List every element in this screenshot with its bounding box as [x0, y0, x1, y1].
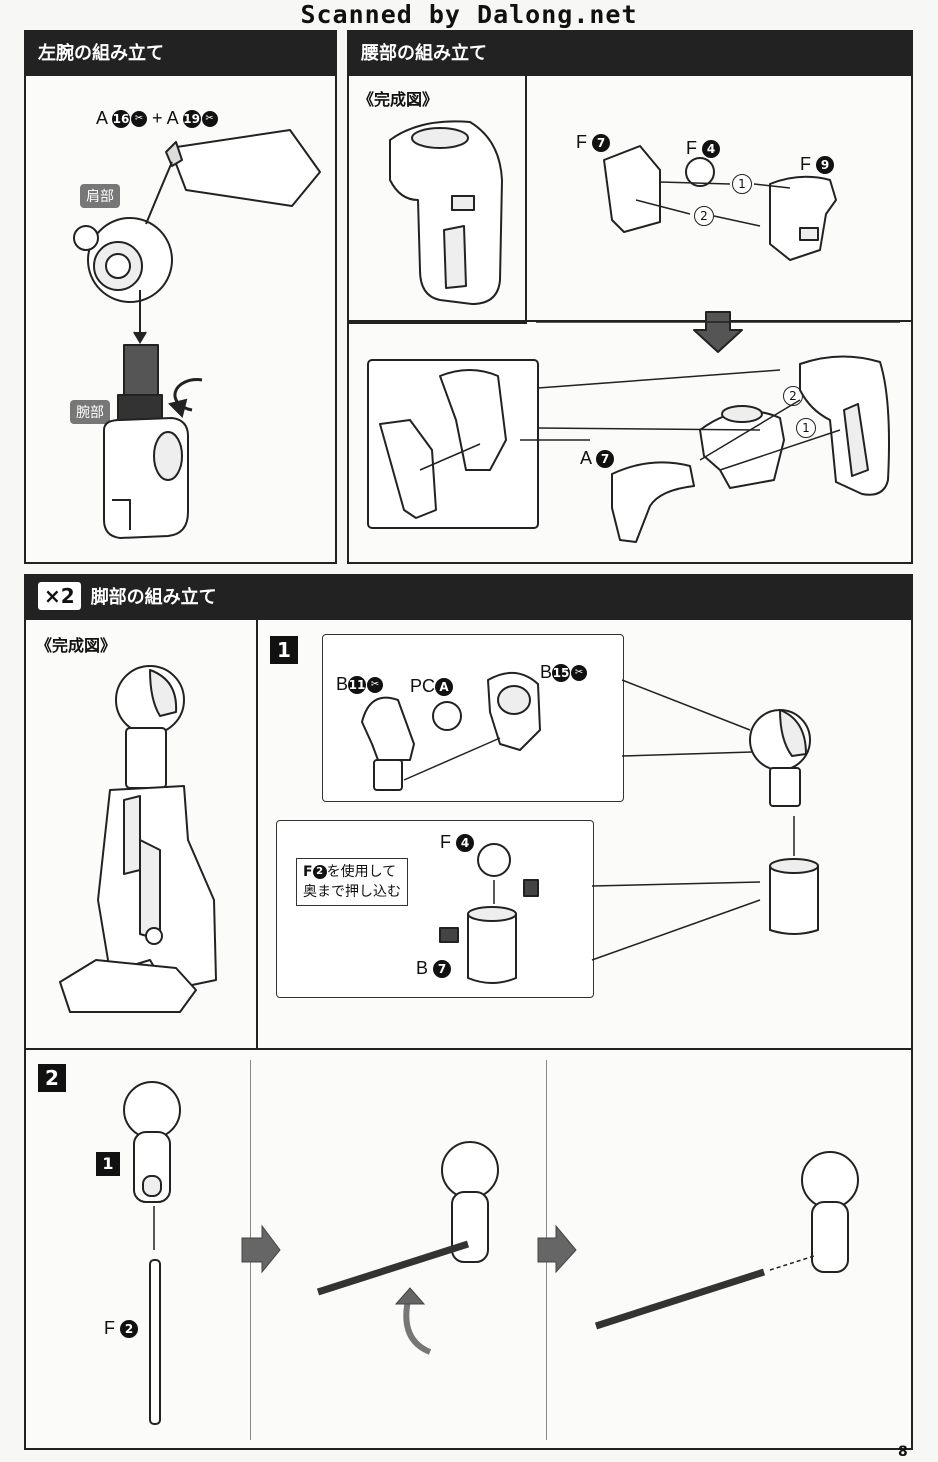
left-arm-parts-label: A 16✂ + A 19✂ [96, 108, 218, 129]
shoulder-tag: 肩部 [80, 184, 120, 208]
step2-rod-3 [594, 1268, 766, 1330]
callout-part-number: 2 [312, 865, 327, 879]
right-arrow-icon [241, 1224, 281, 1274]
part-letter: F [576, 132, 587, 152]
part-letter: B [416, 958, 429, 978]
nipper-icon: ✂ [571, 665, 588, 682]
order-badge-1: 1 [796, 418, 816, 438]
part-b11-drawing [361, 696, 415, 761]
part-number: 4 [702, 140, 721, 159]
part-letter: F [104, 1318, 115, 1338]
leg-label-b7: B 7 [416, 958, 452, 979]
waist-label-f9: F 9 [800, 154, 835, 175]
plus-sign: + [152, 108, 163, 128]
left-arm-panel: 左腕の組み立て [24, 30, 337, 564]
part-letter: B [336, 674, 349, 694]
part-letter: PC [410, 676, 436, 696]
substep-1-badge: 1 [96, 1152, 120, 1176]
order-badge-2: 2 [694, 206, 714, 226]
step-1-badge: 1 [270, 636, 298, 664]
part-number: 7 [433, 960, 452, 979]
step2-rod-2 [316, 1240, 470, 1296]
part-b7-drawing [467, 913, 517, 984]
step-2-badge: 2 [38, 1064, 66, 1092]
leg-foot-drawing [59, 959, 197, 1013]
page-number: 8 [898, 1444, 908, 1460]
leg-label-f4: F 4 [440, 832, 475, 853]
waist-mid-drawing [699, 410, 785, 489]
multiplier-badge: ×2 [38, 582, 81, 610]
part-a7-drawing [611, 461, 695, 543]
left-arm-header: 左腕の組み立て [26, 32, 335, 76]
step2-head-2 [441, 1141, 499, 1199]
leg-step2-divider [26, 1048, 911, 1050]
part-a16-number: 16 [112, 110, 131, 129]
callout-text: を使用して [326, 864, 397, 880]
part-f4-ball-drawing [477, 843, 511, 877]
part-f9-drawing [769, 175, 837, 261]
up-arrow-icon [394, 1287, 426, 1305]
waist-label-f4: F 4 [686, 138, 721, 159]
waist-header: 腰部の組み立て [349, 32, 911, 76]
step2-head-3 [801, 1151, 859, 1209]
shoulder-plate-drawing [169, 129, 321, 207]
callout-line-2: 奥まで押し込む [303, 884, 401, 900]
leg-title: 脚部の組み立て [90, 587, 217, 608]
right-arrow-icon [537, 1224, 577, 1274]
part-letter: F [440, 832, 451, 852]
part-letter: B [540, 662, 553, 682]
part-a16-letter: A [96, 108, 108, 128]
nipper-icon: ✂ [201, 111, 218, 128]
part-a19-letter: A [166, 108, 178, 128]
leg-socket-drawing [769, 865, 819, 935]
leg-label-f2: F 2 [104, 1318, 139, 1339]
leg-label-b11: B11✂ [336, 674, 384, 695]
waist-complete-box [349, 76, 527, 324]
part-f4-drawing [685, 157, 715, 187]
part-number: 7 [596, 450, 615, 469]
part-f2-rod-drawing [149, 1259, 161, 1425]
part-number: 9 [816, 156, 835, 175]
nipper-icon: ✂ [131, 111, 148, 128]
waist-complete-drawing [389, 120, 503, 305]
part-number: 7 [592, 134, 611, 153]
arm-tag: 腕部 [70, 400, 110, 424]
leg-header: ×2 脚部の組み立て [26, 576, 911, 620]
watermark: Scanned by Dalong.net [300, 0, 638, 29]
step2-head-1 [123, 1081, 181, 1139]
leg-complete-label: 《完成図》 [36, 636, 117, 655]
part-letter: F [686, 138, 697, 158]
part-letter: A [580, 448, 592, 468]
part-number: 15 [552, 664, 571, 683]
part-f7-drawing [603, 145, 661, 233]
callout-part-letter: F [303, 864, 313, 880]
waist-label-a7: A 7 [580, 448, 615, 469]
nipper-icon: ✂ [367, 677, 384, 694]
part-a19-number: 19 [182, 110, 201, 129]
part-a14-drawing [439, 369, 507, 471]
arrow-line [145, 161, 173, 225]
part-number: 11 [348, 676, 367, 695]
part-a13-drawing [379, 419, 437, 519]
part-letter: F [800, 154, 811, 174]
waist-complete-label: 《完成図》 [358, 90, 439, 109]
leg-complete-divider [256, 620, 258, 1050]
part-number: 2 [120, 1320, 139, 1339]
waist-label-f7: F 7 [576, 132, 611, 153]
arm-post-drawing [123, 344, 159, 401]
waist-divider [349, 320, 911, 322]
part-pca-drawing [432, 701, 462, 731]
part-number: 4 [456, 834, 475, 853]
order-badge-1: 1 [732, 174, 752, 194]
part-number: A [435, 678, 454, 697]
leg-label-b15: B15✂ [540, 662, 588, 683]
